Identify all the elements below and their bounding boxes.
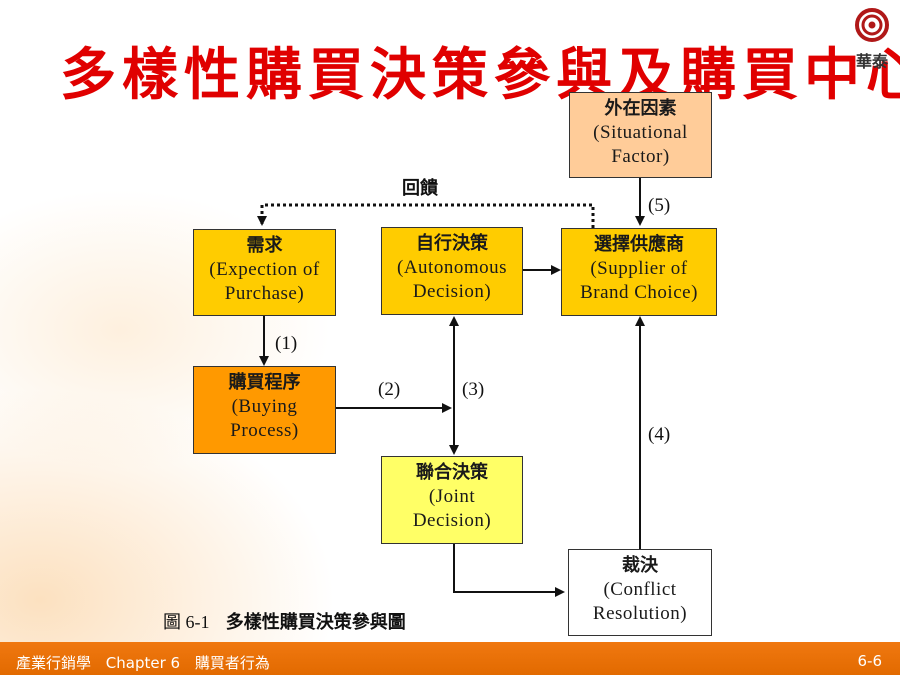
step-label-1: (1)	[275, 333, 298, 354]
arrow-joint-to-conflict	[453, 543, 565, 597]
figure-title: 多樣性購買決策參與圖	[225, 612, 406, 633]
footer-topic: 購買者行為	[194, 654, 270, 672]
box-label-zh: 需求	[246, 235, 283, 256]
figure-number: 圖 6-1	[163, 612, 210, 632]
box-joint-decision: 聯合決策 (Joint Decision)	[381, 456, 523, 544]
footer-chapter: Chapter 6	[105, 654, 181, 672]
step-label-2: (2)	[378, 379, 401, 400]
box-label-zh: 購買程序	[228, 372, 301, 393]
box-label-zh: 聯合決策	[416, 462, 488, 483]
box-label-en: (Situational	[593, 122, 688, 143]
page-number: 6-6	[857, 652, 883, 670]
box-label-zh: 外在因素	[604, 98, 677, 119]
box-label-en: Process)	[230, 420, 299, 441]
logo-text: 華泰	[855, 52, 888, 71]
box-label-en: (Buying	[231, 396, 298, 417]
footer-course: 產業行銷學	[16, 654, 92, 672]
feedback-dotted-arrow	[257, 203, 595, 228]
box-conflict-resolution: 裁決 (Conflict Resolution)	[568, 549, 712, 636]
publisher-logo: 華泰	[852, 8, 892, 72]
logo-ring-icon	[855, 8, 889, 42]
figure-caption: 圖 6-1 多樣性購買決策參與圖	[163, 608, 406, 634]
box-label-en: (Conflict	[603, 579, 677, 600]
feedback-label: 回饋	[402, 178, 438, 199]
box-label-en: Brand Choice)	[580, 282, 698, 303]
box-label-en: (Expection of	[209, 259, 320, 280]
box-label-zh: 選擇供應商	[594, 234, 684, 255]
box-situational-factor: 外在因素 (Situational Factor)	[569, 92, 712, 178]
box-label-en: (Supplier of	[590, 258, 688, 279]
box-autonomous-decision: 自行決策 (Autonomous Decision)	[381, 227, 523, 315]
footer-bar: 產業行銷學 Chapter 6 購買者行為 6-6	[0, 642, 900, 675]
box-label-en: Resolution)	[592, 603, 688, 624]
box-label-en: (Autonomous	[397, 257, 507, 278]
box-label-zh: 裁決	[622, 555, 658, 576]
box-label-en: Factor)	[611, 146, 670, 167]
step-label-3: (3)	[462, 379, 485, 400]
box-expection-of-purchase: 需求 (Expection of Purchase)	[193, 229, 336, 316]
box-buying-process: 購買程序 (Buying Process)	[193, 366, 336, 454]
step-label-4: (4)	[648, 424, 671, 445]
step-label-5: (5)	[648, 195, 671, 216]
box-label-en: Purchase)	[224, 283, 305, 304]
box-label-zh: 自行決策	[416, 233, 488, 254]
box-label-en: (Joint	[428, 486, 476, 507]
footer-info: 產業行銷學 Chapter 6 購買者行為	[16, 652, 280, 673]
box-supplier-brand-choice: 選擇供應商 (Supplier of Brand Choice)	[561, 228, 717, 316]
box-label-en: Decision)	[412, 281, 492, 302]
box-label-en: Decision)	[412, 510, 492, 531]
slide-title: 多樣性購買決策參與及購買中心	[60, 42, 900, 108]
